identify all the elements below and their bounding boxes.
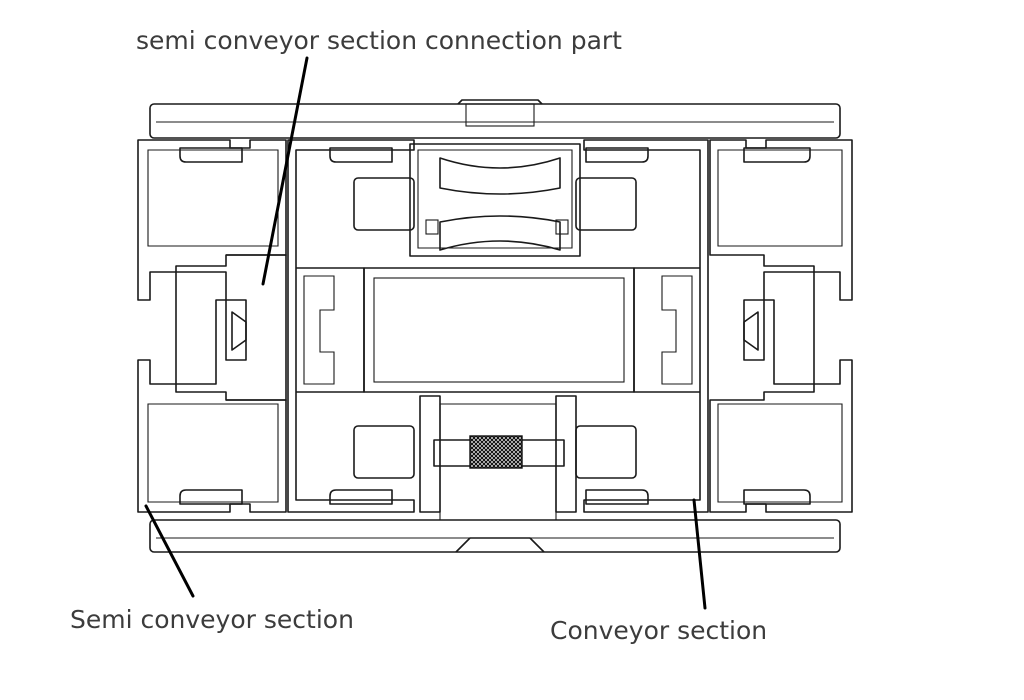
conveyor-section-left: [287, 139, 415, 513]
conveyor-section-label: Conveyor section: [550, 616, 768, 645]
upper-roller-carriage: [409, 143, 637, 257]
connection-part-label: semi conveyor section connection part: [136, 26, 622, 55]
bottom-cover-plate: [149, 519, 841, 553]
center-channel: [363, 267, 635, 393]
top-cover-plate: [149, 99, 841, 139]
semi-conveyor-section-label: Semi conveyor section: [70, 605, 354, 634]
semi-conveyor-section-left: [137, 139, 287, 513]
conveyor-section-leader-line: [692, 498, 707, 610]
connection-part-leader-line: [261, 56, 309, 286]
lower-roller-carriage: [419, 395, 637, 521]
semi-conveyor-section-right: [709, 139, 853, 513]
semi-conveyor-section-leader-line: [144, 504, 195, 598]
conveyor-section-right: [583, 139, 709, 513]
